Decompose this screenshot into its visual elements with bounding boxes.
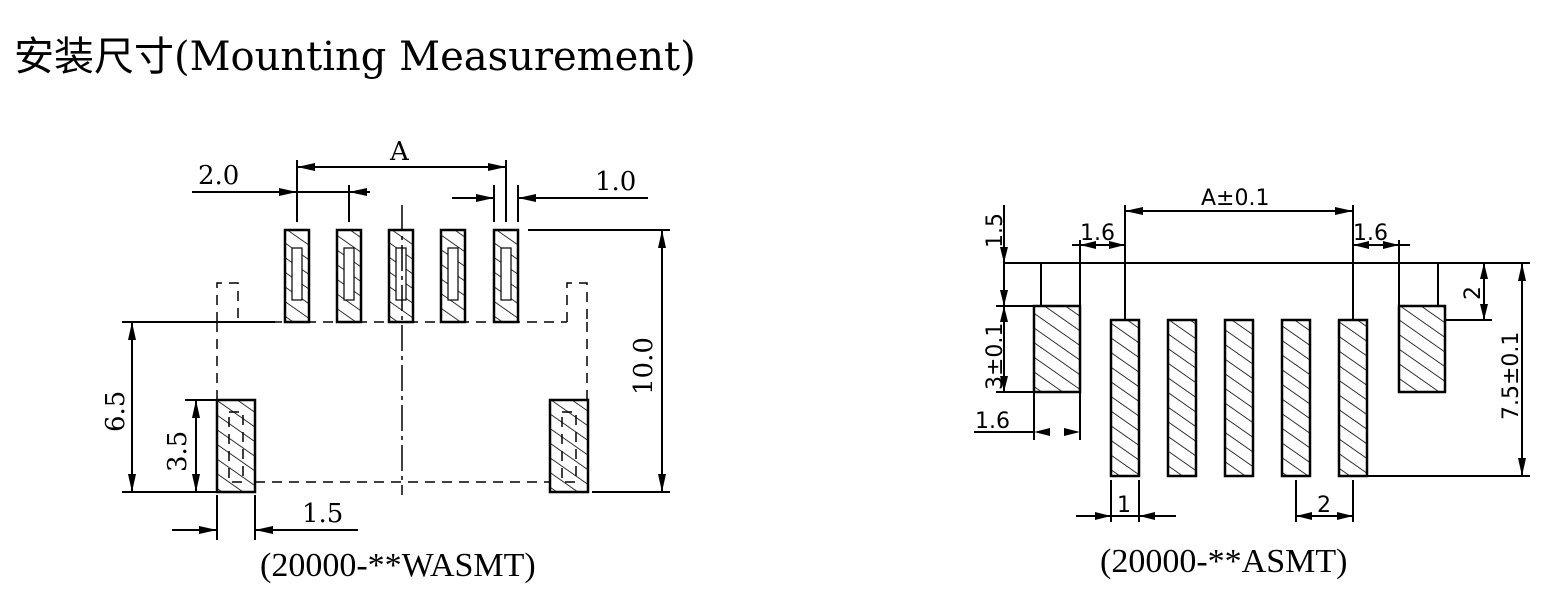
right-footprint-view: A±0.1 1.6 1.6 1.5 3±0.1 1.6 xyxy=(974,186,1530,580)
left-caption: (20000-**WASMT) xyxy=(260,547,536,584)
left-dim-a: A xyxy=(389,137,410,167)
left-dim-pin-width: 1.0 xyxy=(595,167,636,197)
page-title: 安装尺寸(Mounting Measurement) xyxy=(14,34,696,80)
right-dim-offset-top: 1.5 xyxy=(983,213,1008,248)
left-tab-right xyxy=(548,398,590,494)
right-dim-total-height: 7.5±0.1 xyxy=(1499,332,1524,420)
left-dim-tab-height: 3.5 xyxy=(163,431,193,472)
right-dim-tab-width: 1.6 xyxy=(975,409,1010,434)
right-dim-tab-offset: 2 xyxy=(1461,286,1486,300)
right-dim-tab-height: 3±0.1 xyxy=(983,323,1008,390)
right-pad-5 xyxy=(1337,318,1369,478)
left-tab-left xyxy=(215,398,257,494)
left-footprint-view: A 2.0 1.0 10.0 6.5 3.5 xyxy=(101,137,670,584)
right-pad-2 xyxy=(1166,318,1198,478)
right-dim-pitch: 2 xyxy=(1317,493,1331,518)
right-tab-left xyxy=(1032,304,1082,394)
right-pad-1 xyxy=(1109,318,1141,478)
right-pad-3 xyxy=(1223,318,1255,478)
right-dim-gap-left: 1.6 xyxy=(1080,221,1115,246)
right-dim-a: A±0.1 xyxy=(1201,186,1269,211)
right-tab-right xyxy=(1397,304,1447,394)
left-dim-height-total: 10.0 xyxy=(629,337,659,395)
right-caption: (20000-**ASMT) xyxy=(1100,543,1347,580)
right-dim-pad-width: 1 xyxy=(1117,493,1131,518)
left-dim-pitch: 2.0 xyxy=(198,161,239,191)
left-dim-tab-width: 1.5 xyxy=(302,499,343,529)
right-pad-4 xyxy=(1280,318,1312,478)
left-dim-height-body: 6.5 xyxy=(101,391,131,432)
right-dim-gap-right: 1.6 xyxy=(1353,221,1388,246)
